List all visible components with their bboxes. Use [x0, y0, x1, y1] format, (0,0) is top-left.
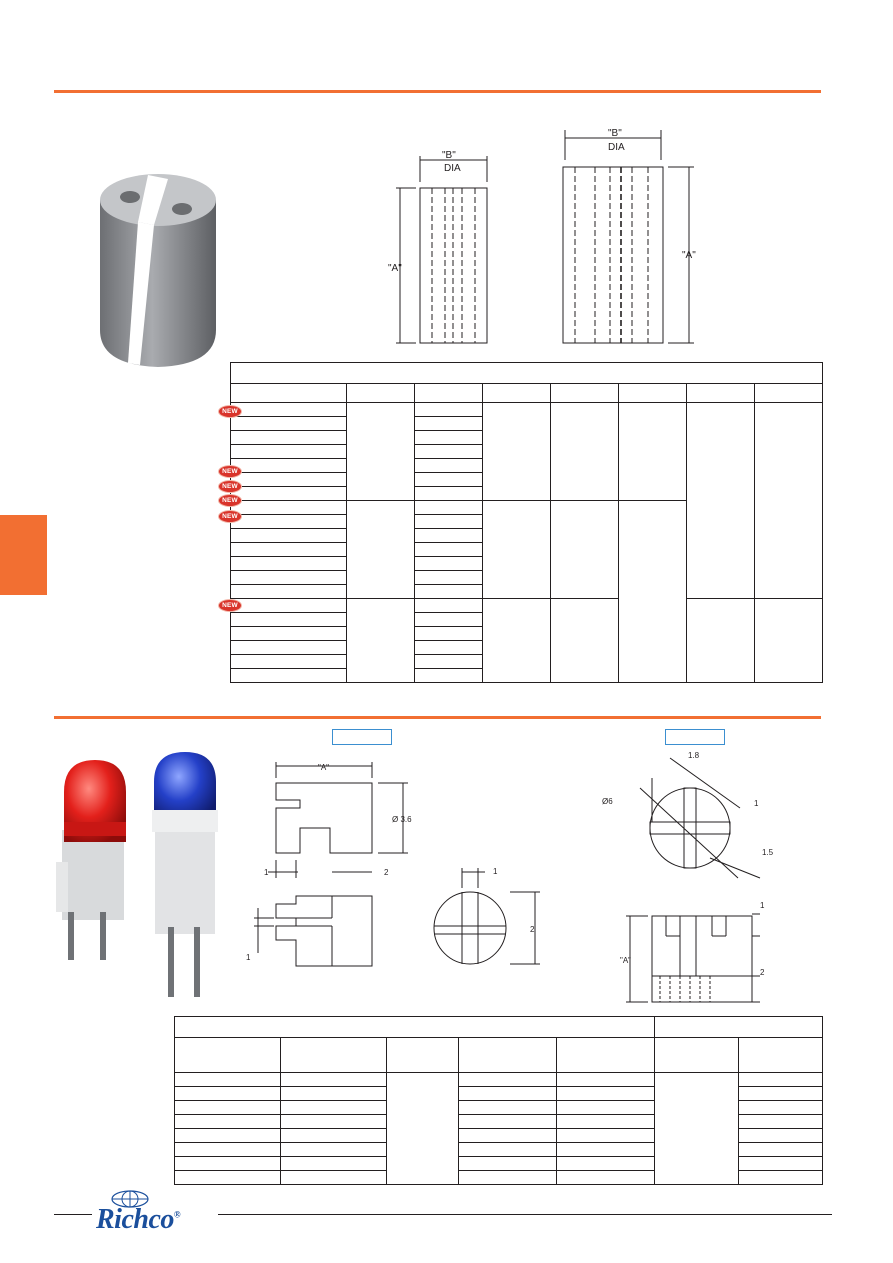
- table-row: [230, 500, 823, 683]
- label-dia-small: DIA: [444, 163, 461, 174]
- table-header-row: [174, 1037, 824, 1073]
- dim-dia-6: Ø6: [602, 797, 613, 806]
- table-row: [230, 486, 823, 501]
- led-holder-dimension-drawing: "A" Ø 3.6 1 2 1 1 2 1.8 Ø6 1 1.5 "A" 1 2: [246, 751, 774, 1003]
- dim-1-end: 1: [493, 867, 498, 876]
- table-row: [174, 1072, 824, 1185]
- table-row: [230, 612, 823, 627]
- section-rule-top: [54, 90, 821, 93]
- dim-1-side: 1: [264, 868, 269, 877]
- registered-mark: ®: [173, 1209, 181, 1220]
- table-row: [230, 542, 823, 557]
- section-side-tab: [0, 515, 47, 595]
- option-tag-right: [665, 729, 725, 745]
- dim-a-side: "A": [318, 763, 329, 772]
- dim-15: 1.5: [762, 848, 774, 857]
- table-title-row: [230, 362, 823, 384]
- spacer-product-image: [100, 174, 216, 367]
- dim-2-right: 2: [760, 968, 765, 977]
- led-holder-product-image: [56, 752, 218, 997]
- spacer-dimension-drawing: "B" DIA "A" "B" DIA "A": [388, 128, 696, 344]
- label-a-small: "A": [388, 263, 402, 274]
- footer-rule-right: [218, 1214, 832, 1215]
- table-row: [174, 1086, 824, 1101]
- table-row: [174, 1170, 824, 1185]
- table-row: [230, 668, 823, 683]
- dim-1-bottom: 1: [246, 953, 251, 962]
- new-badge: NEW: [218, 405, 242, 418]
- table-row: [230, 556, 823, 571]
- table-row: [230, 472, 823, 487]
- table-row: [174, 1114, 824, 1129]
- led-holder-spec-table: [173, 1016, 824, 1185]
- dim-dia-36: Ø 3.6: [392, 815, 412, 824]
- label-dia-large: DIA: [608, 142, 625, 153]
- section-rule-middle: [54, 716, 821, 719]
- table-row: [230, 584, 823, 599]
- globe-icon: [111, 1190, 149, 1208]
- dim-18: 1.8: [688, 751, 700, 760]
- new-badge: NEW: [218, 480, 242, 493]
- table-title-row: [173, 1016, 824, 1038]
- new-badge: NEW: [218, 465, 242, 478]
- table-row: [230, 402, 823, 599]
- new-badge: NEW: [218, 599, 242, 612]
- label-b-small: "B": [442, 150, 456, 161]
- brand-name: Richco: [96, 1204, 174, 1235]
- dim-1-top: 1: [754, 799, 759, 808]
- table-row: [174, 1100, 824, 1115]
- dim-a-right: "A": [620, 956, 631, 965]
- new-badge: NEW: [218, 510, 242, 523]
- table-row: [230, 598, 823, 683]
- dim-1-right: 1: [760, 901, 765, 910]
- label-b-large: "B": [608, 128, 622, 139]
- richco-logo: Richco®: [96, 1204, 181, 1236]
- spacer-spec-table: [230, 362, 823, 683]
- dim-2-end: 2: [530, 925, 535, 934]
- label-a-large: "A": [682, 250, 696, 261]
- new-badge: NEW: [218, 494, 242, 507]
- footer-rule-left: [54, 1214, 92, 1215]
- option-tag-left: [332, 729, 392, 745]
- table-row: [230, 458, 823, 473]
- table-header-row: [230, 383, 823, 403]
- dim-2-side: 2: [384, 868, 389, 877]
